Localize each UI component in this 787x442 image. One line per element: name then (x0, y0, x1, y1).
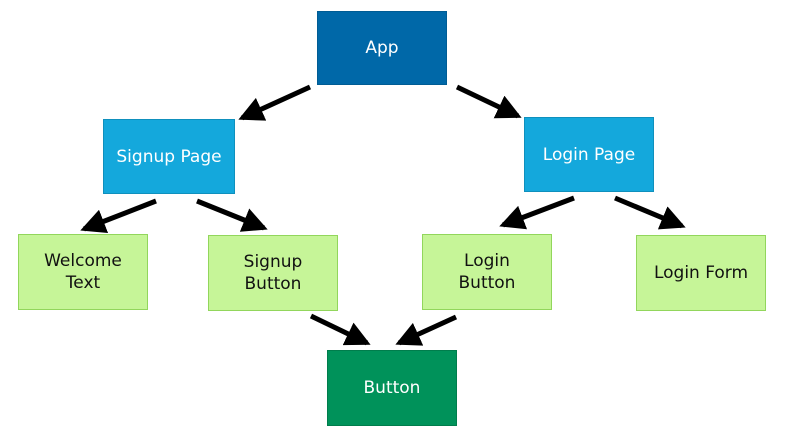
node-welcome-text: Welcome Text (18, 234, 148, 310)
node-signup-button: Signup Button (208, 235, 338, 311)
edge-signup-page-to-welcome-text (80, 198, 157, 234)
node-app: App (317, 11, 447, 85)
edge-login-button-to-button (395, 314, 458, 346)
edge-login-page-to-login-form (614, 195, 686, 230)
node-login-form-label: Login Form (653, 263, 749, 283)
node-login-page: Login Page (524, 117, 654, 192)
node-button-label: Button (363, 378, 421, 398)
edge-signup-page-to-signup-button (196, 198, 268, 232)
node-login-form: Login Form (636, 235, 766, 311)
node-button: Button (327, 350, 457, 426)
edge-app-to-login-page (455, 84, 522, 119)
node-welcome-text-label: Welcome Text (44, 251, 122, 293)
node-app-label: App (365, 38, 399, 58)
node-signup-button-label: Signup Button (243, 252, 303, 294)
edge-login-page-to-login-button (499, 195, 575, 230)
edge-signup-button-to-button (309, 313, 371, 346)
node-login-button-label: Login Button (458, 251, 516, 293)
edge-app-to-signup-page (238, 84, 312, 121)
node-signup-page-label: Signup Page (116, 146, 222, 167)
node-login-button: Login Button (422, 234, 552, 310)
node-login-page-label: Login Page (542, 144, 636, 165)
node-signup-page: Signup Page (103, 119, 235, 194)
